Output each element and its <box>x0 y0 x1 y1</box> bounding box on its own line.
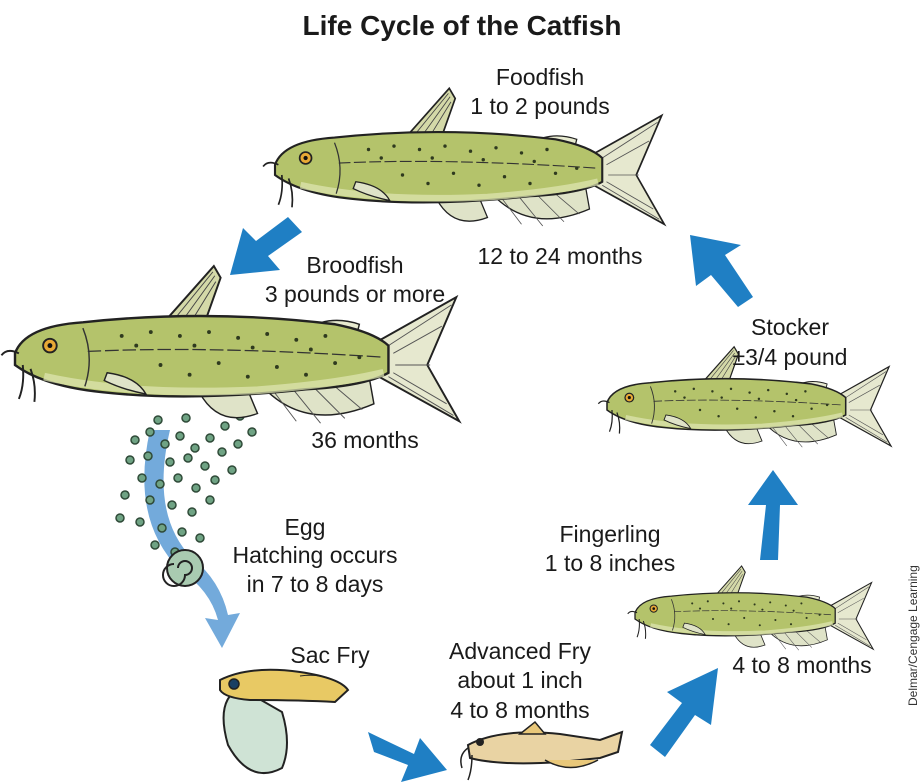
broodfish-age: 36 months <box>280 427 450 454</box>
advanced-fry-age: 4 to 8 months <box>420 697 620 724</box>
arrow-advancedfry-to-fingerling <box>650 668 718 757</box>
page-title: Life Cycle of the Catfish <box>266 12 658 39</box>
sac-fry-name: Sac Fry <box>270 642 390 669</box>
egg-hatching: Hatching occurs <box>215 542 415 569</box>
egg-cluster <box>116 412 256 556</box>
advanced-fry-icon <box>461 722 622 780</box>
egg-name: Egg <box>245 514 365 541</box>
egg-days: in 7 to 8 days <box>215 571 415 598</box>
image-credit: Delmar/Cengage Learning <box>906 565 920 706</box>
fingerling-icon <box>628 566 873 650</box>
stocker-name: Stocker <box>720 314 860 341</box>
fingerling-size: 1 to 8 inches <box>520 550 700 577</box>
fingerling-age: 4 to 8 months <box>712 652 892 679</box>
foodfish-age: 12 to 24 months <box>440 243 680 270</box>
sac-fry-icon <box>220 670 348 773</box>
egg-stream-arrow <box>144 430 240 648</box>
fingerling-name: Fingerling <box>520 521 700 548</box>
broodfish-name: Broodfish <box>240 252 470 279</box>
arrow-stocker-to-foodfish <box>690 235 753 307</box>
broodfish-size: 3 pounds or more <box>240 281 470 308</box>
advanced-fry-name: Advanced Fry <box>420 638 620 665</box>
arrow-fingerling-to-stocker <box>748 470 798 560</box>
arrow-sacfry-to-advancedfry <box>368 732 447 782</box>
foodfish-name: Foodfish <box>420 64 660 91</box>
stocker-size: ±3/4 pound <box>720 344 860 371</box>
foodfish-size: 1 to 2 pounds <box>420 93 660 120</box>
advanced-fry-size: about 1 inch <box>420 667 620 694</box>
